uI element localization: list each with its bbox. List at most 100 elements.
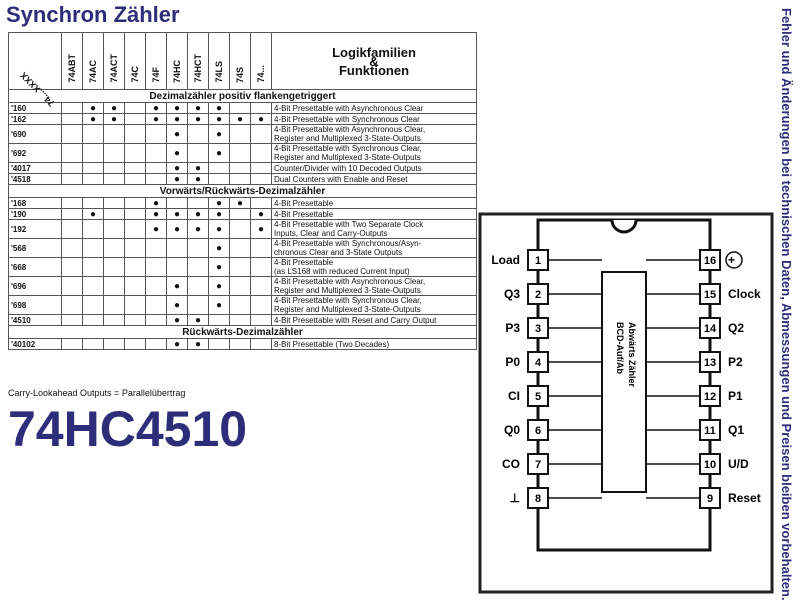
available-dot: ● xyxy=(229,197,251,209)
functions-header-line: & xyxy=(369,53,379,69)
empty-cell xyxy=(250,314,272,326)
chip-label-line: Abwärts Zähler xyxy=(627,322,637,388)
pin-label: Load xyxy=(491,253,520,267)
empty-cell xyxy=(124,162,146,174)
table-row: '162●●●●●●●●4-Bit Presettable with Synch… xyxy=(8,113,477,125)
corner-header: 74....XXXX xyxy=(8,32,62,108)
empty-cell xyxy=(82,143,104,163)
description-line: 4-Bit Presettable with Synchronous/Asyn- xyxy=(274,239,422,248)
empty-cell xyxy=(61,314,83,326)
empty-cell xyxy=(250,162,272,174)
empty-cell xyxy=(229,338,251,350)
available-dot: ● xyxy=(187,338,209,350)
section-row: Dezimalzähler positiv flankengetriggert xyxy=(8,89,477,103)
empty-cell xyxy=(229,257,251,277)
pin-number: 3 xyxy=(535,323,541,335)
table-row: '4510●●4-Bit Presettable with Reset and … xyxy=(8,314,477,326)
empty-cell xyxy=(124,276,146,296)
empty-cell xyxy=(250,197,272,209)
empty-cell xyxy=(145,162,167,174)
empty-cell xyxy=(124,257,146,277)
part-suffix: '668 xyxy=(8,257,62,277)
available-dot: ● xyxy=(145,197,167,209)
table-row: '4518●●Dual Counters with Enable and Res… xyxy=(8,173,477,185)
empty-cell xyxy=(103,162,125,174)
empty-cell xyxy=(82,257,104,277)
section-title: Dezimalzähler positiv flankengetriggert xyxy=(8,89,477,103)
part-suffix: '4510 xyxy=(8,314,62,326)
empty-cell xyxy=(250,124,272,144)
empty-cell xyxy=(208,338,230,350)
part-suffix: '40102 xyxy=(8,338,62,350)
empty-cell xyxy=(103,208,125,220)
description-line: Register and Multiplexed 3-State-Outputs xyxy=(274,286,421,295)
empty-cell xyxy=(145,124,167,144)
empty-cell xyxy=(187,295,209,315)
pin-label: Q1 xyxy=(728,423,744,437)
family-header: 74AC xyxy=(82,32,104,90)
empty-cell xyxy=(250,338,272,350)
available-dot: ● xyxy=(166,102,188,114)
available-dot: ● xyxy=(208,208,230,220)
empty-cell xyxy=(250,143,272,163)
empty-cell xyxy=(208,162,230,174)
table-row: '668●4-Bit Presettable(as LS168 with red… xyxy=(8,257,477,277)
empty-cell xyxy=(61,143,83,163)
pin-number: 4 xyxy=(535,357,542,369)
part-number: 74HC4510 xyxy=(8,401,248,457)
empty-cell xyxy=(229,314,251,326)
function-description: 4-Bit Presettable with Two Separate Cloc… xyxy=(271,219,477,239)
description-line: Inputs, Clear and Carry-Outputs xyxy=(274,229,388,238)
chip-label-line: BCD-Auf/Ab xyxy=(615,322,625,374)
empty-cell xyxy=(103,276,125,296)
function-description: 4-Bit Presettable xyxy=(271,208,477,220)
empty-cell xyxy=(103,197,125,209)
pin-label: Reset xyxy=(728,491,761,505)
empty-cell xyxy=(124,173,146,185)
function-description: 4-Bit Presettable xyxy=(271,197,477,209)
family-header: 74F xyxy=(145,32,167,90)
function-description: 4-Bit Presettable with Reset and Carry O… xyxy=(271,314,477,326)
empty-cell xyxy=(61,238,83,258)
description-line: 4-Bit Presettable with Reset and Carry O… xyxy=(274,315,437,325)
pin-label: ⊥ xyxy=(510,491,520,505)
available-dot: ● xyxy=(82,102,104,114)
pin-number: 9 xyxy=(707,493,713,505)
description-line: (as LS168 with reduced Current Input) xyxy=(274,267,410,276)
available-dot: ● xyxy=(208,238,230,258)
empty-cell xyxy=(82,197,104,209)
pin-label: P3 xyxy=(505,321,520,335)
empty-cell xyxy=(250,238,272,258)
empty-cell xyxy=(61,257,83,277)
empty-cell xyxy=(145,314,167,326)
empty-cell xyxy=(82,124,104,144)
empty-cell xyxy=(61,162,83,174)
empty-cell xyxy=(82,295,104,315)
empty-cell xyxy=(166,257,188,277)
table-body: Dezimalzähler positiv flankengetriggert '… xyxy=(8,89,477,350)
empty-cell xyxy=(250,102,272,114)
family-header: 74C xyxy=(124,32,146,90)
available-dot: ● xyxy=(229,113,251,125)
empty-cell xyxy=(250,257,272,277)
empty-cell xyxy=(187,124,209,144)
empty-cell xyxy=(103,314,125,326)
family-label: 74HCT xyxy=(192,54,203,83)
empty-cell xyxy=(208,314,230,326)
empty-cell xyxy=(145,143,167,163)
empty-cell xyxy=(82,314,104,326)
description-line: Register and Multiplexed 3-State-Outputs xyxy=(274,305,421,314)
function-description: 8-Bit Presettable (Two Decades) xyxy=(271,338,477,350)
empty-cell xyxy=(61,338,83,350)
part-suffix: '696 xyxy=(8,276,62,296)
description-line: 4-Bit Presettable with Synchronous Clear… xyxy=(274,296,422,305)
description-line: 4-Bit Presettable with Asynchronous Clea… xyxy=(274,103,424,113)
function-description: 4-Bit Presettable with Synchronous/Asyn-… xyxy=(271,238,477,258)
available-dot: ● xyxy=(145,208,167,220)
empty-cell xyxy=(82,162,104,174)
available-dot: ● xyxy=(187,162,209,174)
part-suffix: '162 xyxy=(8,113,62,125)
available-dot: ● xyxy=(187,219,209,239)
table-row: '160●●●●●●4-Bit Presettable with Asynchr… xyxy=(8,102,477,114)
empty-cell xyxy=(61,124,83,144)
